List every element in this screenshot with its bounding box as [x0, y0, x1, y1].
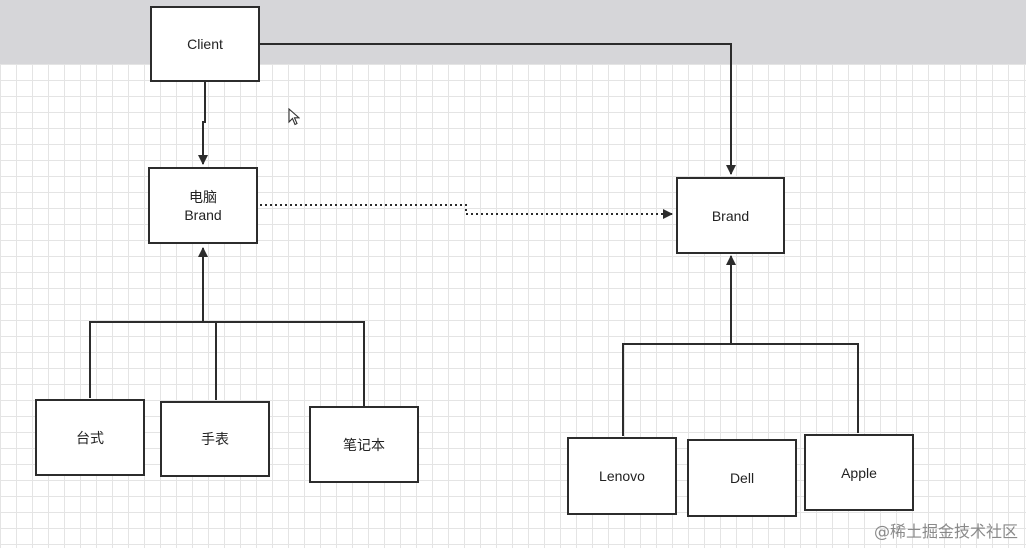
laptop-label: 笔记本: [343, 436, 385, 453]
lenovo-node: Lenovo: [567, 437, 677, 515]
client-label: Client: [187, 36, 223, 52]
watch-label: 手表: [201, 431, 229, 447]
computer-brand-label: Brand: [184, 206, 222, 223]
watch-node: 手表: [160, 401, 270, 477]
arrow-client-to-computer: [198, 82, 208, 165]
client-node: Client: [150, 6, 260, 82]
desktop-label: 台式: [76, 429, 104, 446]
apple-label: Apple: [841, 464, 877, 481]
lenovo-label: Lenovo: [599, 468, 645, 484]
mouse-pointer-icon: [288, 108, 300, 126]
computer-brand-node: 电脑 Brand: [148, 167, 258, 244]
tree-left-bar: [89, 321, 365, 406]
watermark-text: @稀土掘金技术社区: [873, 522, 1018, 541]
brand-node: Brand: [676, 177, 785, 254]
dell-label: Dell: [729, 470, 755, 486]
apple-node: Apple: [804, 434, 914, 511]
brand-label: Brand: [711, 207, 750, 224]
arrow-client-to-brand: [260, 43, 736, 175]
dell-node: Dell: [687, 439, 797, 517]
tree-right-bar: [622, 343, 859, 436]
desktop-node: 台式: [35, 399, 145, 476]
computer-label: 电脑: [189, 188, 217, 205]
laptop-node: 笔记本: [309, 406, 419, 483]
dotted-bridge-arrow: [260, 204, 673, 219]
